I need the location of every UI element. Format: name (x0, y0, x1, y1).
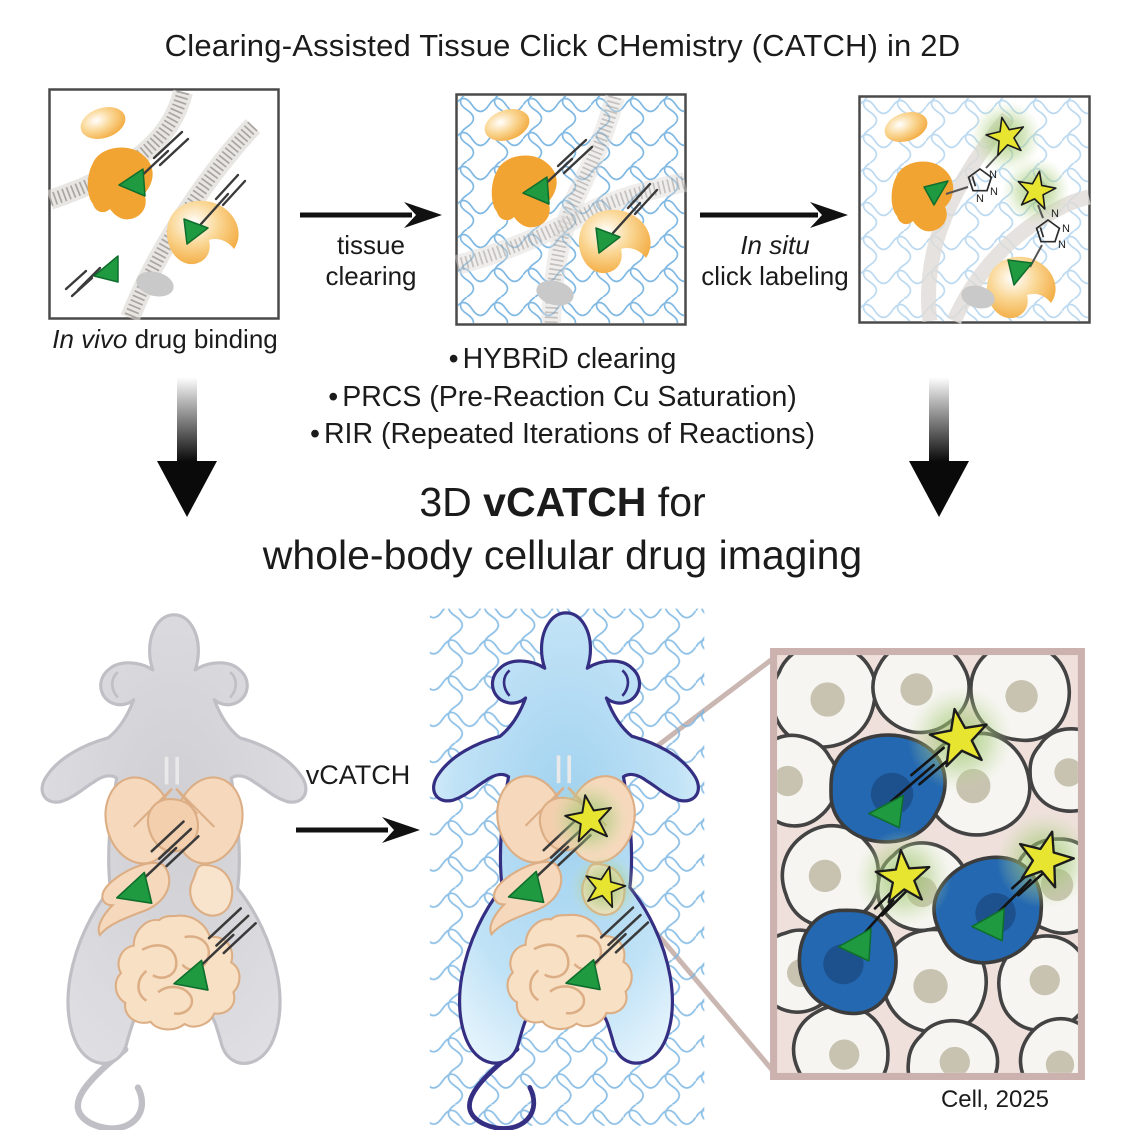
protein-blob (986, 256, 1056, 319)
bullet-text: RIR (Repeated Iterations of Reactions) (323, 418, 816, 450)
protein-blob (884, 112, 928, 142)
triazole-ring: N N N (1035, 208, 1070, 251)
method-bullet-list: •HYBRiD clearing •PRCS (Pre-Reaction Cu … (0, 341, 1125, 454)
labeled-drug-1 (868, 686, 1013, 829)
protein-blob (80, 107, 126, 139)
caption-italic: In vivo (52, 324, 128, 354)
nitrogen-label: N (976, 193, 984, 205)
drug-alkyne (118, 130, 190, 197)
step1-label-line2: clearing (325, 261, 417, 291)
triazole-ring: N N N (967, 167, 998, 205)
debris-blob (536, 280, 574, 306)
nitrogen-label: N (1062, 223, 1070, 235)
right-arrow-icon (700, 202, 848, 228)
bullet-rir: •RIR (Repeated Iterations of Reactions) (0, 416, 1125, 454)
nitrogen-label: N (1051, 208, 1059, 220)
labeled-site-2 (570, 853, 639, 922)
debris-blob (136, 271, 174, 297)
headline-post: for (646, 479, 706, 525)
journal-credit: Cell, 2025 (940, 1086, 1050, 1113)
click-adduct-1: N N N (923, 101, 1042, 206)
step1-label-line1: tissue (337, 230, 405, 260)
nitrogen-label: N (1058, 239, 1066, 251)
mouse-cleared (429, 608, 705, 1130)
mouse-invivo (40, 613, 308, 1130)
vcatch-arrow-label: vCATCH (305, 760, 411, 790)
caption-rest: drug binding (127, 324, 278, 354)
bullet-dot: • (448, 343, 459, 375)
click-adduct-2: N N N (1002, 157, 1070, 286)
drug-alkyne (595, 182, 659, 254)
step2-label-line1: In situ (740, 230, 810, 260)
headline-vcatch: vCATCH (483, 479, 647, 525)
labeled-drug-2 (971, 811, 1078, 942)
nitrogen-label: N (990, 186, 998, 198)
nitrogen-label: N (989, 169, 997, 181)
headline: 3D vCATCH for whole-body cellular drug i… (0, 476, 1125, 582)
step2-label-line2: click labeling (701, 261, 849, 291)
bullet-text: PRCS (Pre-Reaction Cu Saturation) (342, 380, 797, 413)
right-arrow-icon (300, 202, 442, 228)
debris-blob (961, 285, 995, 309)
drug-alkyne (522, 138, 594, 205)
down-arrow-left (157, 377, 217, 517)
headline-pre: 3D (419, 479, 484, 525)
panel-invivo-drug-binding (48, 88, 280, 320)
tissue-inset-panel (770, 648, 1085, 1080)
panel-cleared-tissue (455, 93, 687, 326)
drug-alkyne (183, 173, 247, 245)
bullet-hybrid: •HYBRiD clearing (0, 341, 1125, 379)
bullet-dot: • (328, 380, 339, 413)
panel-invivo-caption: In vivo drug binding (20, 324, 310, 355)
headline-line2: whole-body cellular drug imaging (262, 532, 863, 578)
bullet-dot: • (309, 418, 320, 450)
vcatch-arrow (296, 817, 420, 843)
protein-blob (891, 161, 954, 232)
labeled-drug-3 (837, 829, 952, 962)
protein-blob (484, 109, 530, 141)
bullet-prcs: •PRCS (Pre-Reaction Cu Saturation) (0, 379, 1125, 417)
labeled-site-1 (551, 781, 628, 858)
bullet-text: HYBRiD clearing (462, 343, 677, 375)
free-drug-alkyne (64, 255, 119, 298)
step-click-labeling: In situ click labeling (686, 200, 864, 292)
down-arrow-right (909, 377, 969, 517)
headline-line1: 3D vCATCH for (0, 476, 1125, 529)
figure-title: Clearing-Assisted Tissue Click CHemistry… (164, 28, 961, 63)
mouse-body-gray (40, 613, 308, 1130)
step-tissue-clearing: tissue clearing (292, 200, 450, 292)
panel-click-labeled: N N N N N N (858, 95, 1091, 324)
